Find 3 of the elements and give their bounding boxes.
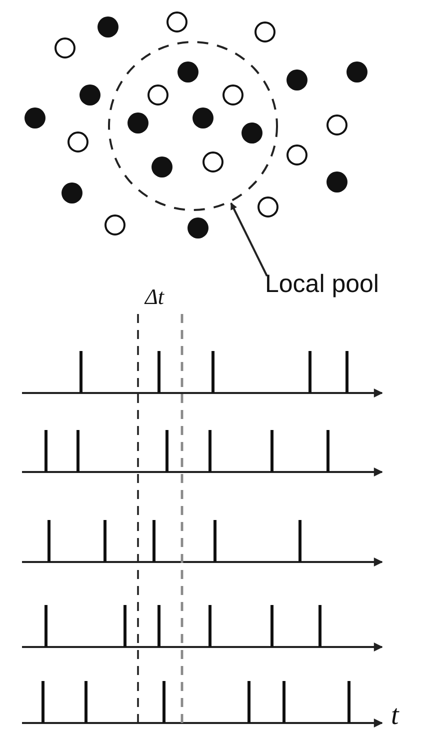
leader-line bbox=[230, 202, 268, 276]
pool-boundary-circle bbox=[108, 41, 278, 211]
callout-label: Local pool bbox=[265, 270, 379, 299]
